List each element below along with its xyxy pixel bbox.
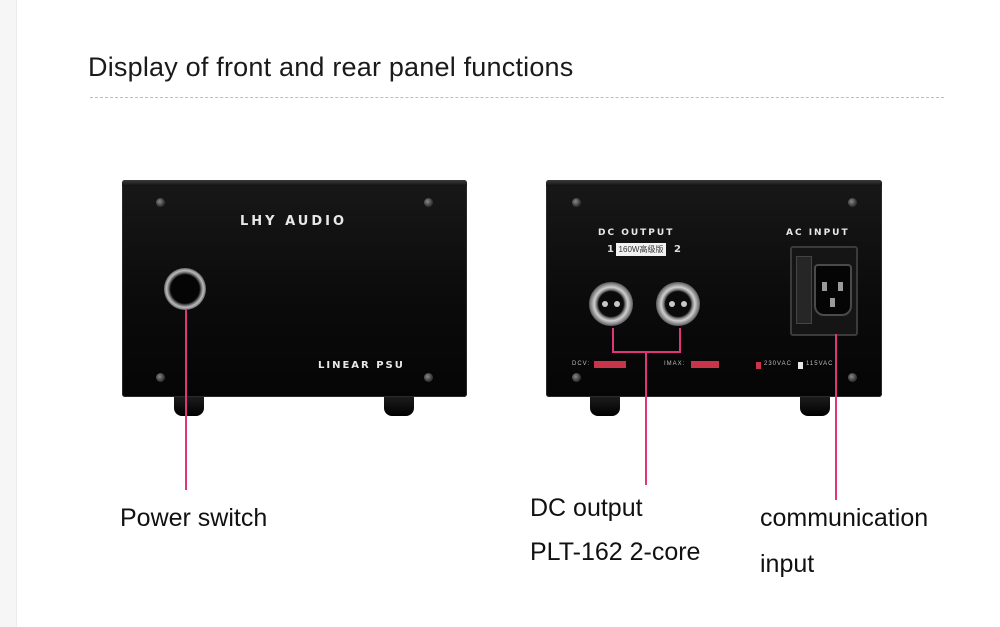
front-top-edge xyxy=(122,180,467,186)
dc-output-callout-branch-left xyxy=(612,328,614,352)
comm-input-label-line1: communication xyxy=(760,504,929,532)
connector-pin xyxy=(681,301,687,307)
screw-icon xyxy=(156,373,165,382)
screw-icon xyxy=(424,198,433,207)
screw-icon xyxy=(572,198,581,207)
dc-output-callout-branch-right xyxy=(679,328,681,352)
iec-socket xyxy=(814,264,852,316)
imax-red-label xyxy=(691,361,719,368)
comm-input-callout-line xyxy=(835,334,837,500)
rear-foot-right xyxy=(800,397,830,416)
output-number-2: 2 xyxy=(674,244,681,255)
iec-power-inlet-icon xyxy=(790,246,858,336)
power-switch-label: Power switch xyxy=(120,504,268,532)
connector-pin xyxy=(669,301,675,307)
connector-pin xyxy=(602,301,608,307)
screw-icon xyxy=(848,198,857,207)
comm-input-label-line2: input xyxy=(760,550,815,578)
front-model-text: LINEAR PSU xyxy=(318,360,405,371)
dc-output-label-line2: PLT-162 2-core xyxy=(530,538,701,566)
rear-panel-image: DC OUTPUT 1 160W高级版 2 DCV: IMAX: AC INPU… xyxy=(546,180,882,397)
power-button-icon xyxy=(164,268,206,310)
dcv-red-label xyxy=(594,361,626,368)
socket-pin xyxy=(838,282,843,291)
front-foot-left xyxy=(174,397,204,416)
power-switch-callout-line xyxy=(185,310,187,490)
screw-icon xyxy=(572,373,581,382)
connector-pin xyxy=(614,301,620,307)
dcv-text: DCV: xyxy=(572,361,591,367)
socket-pin xyxy=(822,282,827,291)
vac-indicator-white xyxy=(798,362,803,369)
rear-foot-left xyxy=(590,397,620,416)
front-brand-text: LHY AUDIO xyxy=(240,214,347,229)
screw-icon xyxy=(424,373,433,382)
socket-pin xyxy=(830,298,835,307)
screw-icon xyxy=(156,198,165,207)
front-panel-image: LHY AUDIO LINEAR PSU xyxy=(122,180,467,397)
screw-icon xyxy=(848,373,857,382)
title-divider xyxy=(90,97,944,98)
rear-top-edge xyxy=(546,180,882,186)
dc-output-label-line1: DC output xyxy=(530,494,643,522)
vac-indicator-red xyxy=(756,362,761,369)
left-sidebar-strip xyxy=(0,0,17,627)
dc-output-callout-line xyxy=(645,351,647,485)
xlr-connector-icon-2 xyxy=(656,282,700,326)
dc-output-label: DC OUTPUT xyxy=(598,228,675,238)
fuse-drawer xyxy=(796,256,812,324)
vac-230-text: 230VAC xyxy=(764,361,792,367)
ac-input-label: AC INPUT xyxy=(786,228,850,238)
xlr-connector-icon-1 xyxy=(589,282,633,326)
vac-115-text: 115VAC xyxy=(806,361,834,367)
section-title: Display of front and rear panel function… xyxy=(88,52,574,82)
imax-text: IMAX: xyxy=(664,361,686,367)
front-foot-right xyxy=(384,397,414,416)
output-number-1: 1 xyxy=(607,244,614,255)
power-sticker: 160W高级版 xyxy=(616,243,666,256)
